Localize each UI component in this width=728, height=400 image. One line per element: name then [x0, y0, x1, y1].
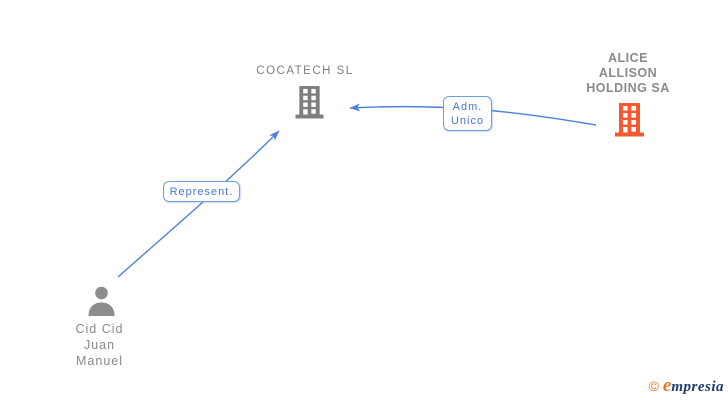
edge-label-adm-unico[interactable]: Adm. Unico: [443, 96, 492, 131]
alice-label-line2: ALLISON: [598, 66, 658, 80]
edge-represent-line: [117, 130, 280, 278]
person-label-line3: Manuel: [76, 354, 123, 368]
building-icon-orange: [615, 103, 644, 137]
edge-label-adm-line1: Adm.: [452, 100, 483, 113]
edge-label-represent[interactable]: Represent.: [163, 181, 240, 202]
alice-label-line3: HOLDING SA: [586, 81, 670, 95]
node-cocatech[interactable]: [295, 86, 324, 124]
node-person-label[interactable]: Cid Cid Juan Manuel: [47, 321, 152, 369]
copyright-icon: ©: [648, 378, 659, 394]
brand-name: mpresia: [671, 379, 724, 395]
person-icon: [88, 286, 115, 316]
node-cocatech-label[interactable]: COCATECH SL: [256, 65, 354, 77]
person-label-line2: Juan: [83, 338, 116, 352]
building-icon-gray: [295, 86, 324, 119]
brand-initial: e: [662, 375, 672, 396]
person-label-line1: Cid Cid: [75, 322, 124, 336]
alice-label-line1: ALICE: [608, 51, 648, 65]
empresia-watermark: © e mpresia: [648, 375, 724, 396]
node-person[interactable]: [86, 286, 117, 321]
node-alice-label[interactable]: ALICE ALLISON HOLDING SA: [558, 51, 698, 96]
node-alice[interactable]: [614, 103, 645, 142]
edge-label-adm-line2: Unico: [450, 114, 485, 127]
edge-label-represent-line1: Represent.: [169, 185, 234, 198]
